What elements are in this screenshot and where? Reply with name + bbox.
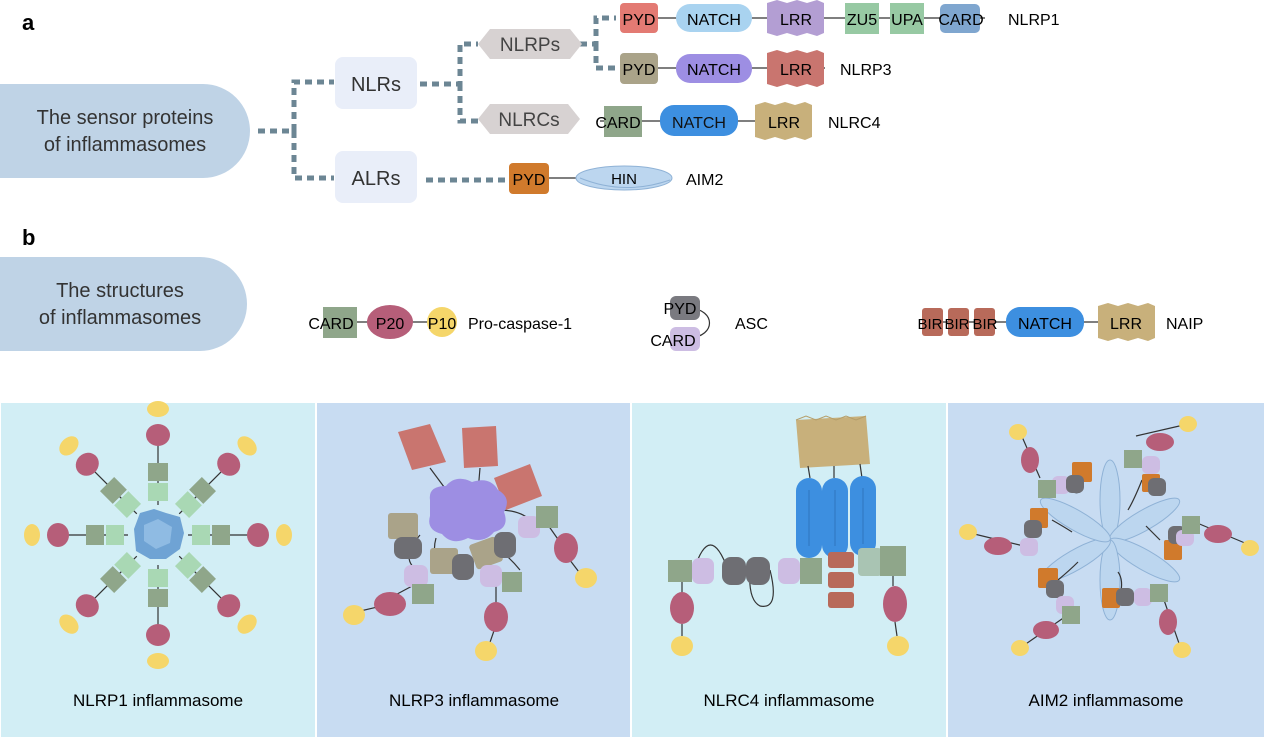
nlrp1-domain-chain	[620, 0, 985, 36]
nlrc4-lrr-domain	[755, 102, 812, 140]
naip-bir1-label: BIR	[917, 316, 942, 333]
asc-name: ASC	[735, 316, 768, 333]
nlrps-hexagon	[478, 29, 582, 59]
nlrp3-pyd-domain	[620, 53, 658, 84]
nlrp1-natch-label: NATCH	[687, 12, 741, 29]
aim2-inflammasome-label: AIM2 inflammasome	[1029, 691, 1184, 710]
nlrp3-natch-core	[429, 478, 507, 542]
nlrp1-name: NLRP1	[1008, 12, 1060, 29]
nlrc4-lrr-label: LRR	[768, 115, 800, 132]
asc-card-label: CARD	[650, 333, 695, 350]
asc-pyd-label: PYD	[664, 301, 697, 318]
nlrps-label: NLRPs	[500, 35, 560, 56]
procasp-p20-domain	[367, 305, 413, 339]
nlrp3-lrr-label: LRR	[780, 62, 812, 79]
nlrcs-label: NLRCs	[498, 110, 559, 131]
naip-bir3-label: BIR	[972, 316, 997, 333]
nlrp1-card-domain	[940, 4, 980, 33]
nlrp3-natch-label: NATCH	[687, 62, 741, 79]
nlrp1-zu5-domain	[845, 3, 879, 34]
aim2-domain-chain	[509, 163, 673, 194]
asc-card-domain	[670, 327, 700, 351]
nlrp1-upa-domain	[890, 3, 924, 34]
nlrp1-inflammasome-label: NLRP1 inflammasome	[73, 691, 243, 710]
nlrp3-name: NLRP3	[840, 62, 892, 79]
nlrp1-arms	[24, 401, 292, 669]
naip-lrr-label: LRR	[1110, 316, 1142, 333]
naip-natch-domain	[1006, 307, 1084, 337]
nlrp1-natch-domain	[676, 4, 752, 32]
nlrcs-hexagon	[478, 104, 580, 134]
procasp-name: Pro-caspase-1	[468, 316, 572, 333]
sensor-proteins-pill	[0, 84, 250, 178]
nlrp3-natch-domain	[676, 54, 752, 83]
alrs-box	[335, 151, 417, 203]
nlrp3-lrr-cluster	[398, 424, 542, 510]
naip-name: NAIP	[1166, 316, 1203, 333]
asc-pyd-domain	[670, 296, 700, 320]
nlrc4-complex	[668, 415, 909, 656]
sensor-title-line2: of inflammasomes	[44, 134, 206, 156]
structures-title-line1: The structures	[56, 280, 184, 302]
nlrp3-complex	[343, 424, 597, 661]
nlrp3-inflammasome-label: NLRP3 inflammasome	[389, 691, 559, 710]
nlrp1-pyd-domain	[620, 3, 658, 33]
naip-bir1-domain	[922, 308, 943, 336]
procaspase-domain-chain	[323, 305, 457, 339]
nlrc4-lrr-cap	[796, 416, 870, 468]
aim2-hin-label: HIN	[611, 171, 637, 188]
nlrc4-domain-chain	[600, 102, 812, 140]
procasp-p20-label: P20	[376, 316, 405, 333]
aim2-pyd-label: PYD	[513, 172, 546, 189]
nlrp3-domain-chain	[620, 50, 825, 87]
nlrp1-card-label: CARD	[938, 12, 983, 29]
aim2-name: AIM2	[686, 172, 723, 189]
nlrp1-pyd-label: PYD	[623, 12, 656, 29]
nlrc4-card-label: CARD	[595, 115, 640, 132]
nlrp1-complex	[24, 401, 292, 669]
naip-domain-chain	[922, 303, 1155, 341]
nlrs-label: NLRs	[351, 74, 401, 96]
nlrp1-lrr-label: LRR	[780, 12, 812, 29]
nlrp3-pyd-label: PYD	[623, 62, 656, 79]
procasp-card-label: CARD	[308, 316, 353, 333]
panel-a-label: a	[22, 10, 35, 35]
panel-b-label: b	[22, 225, 35, 250]
procasp-card-domain	[323, 307, 357, 338]
asc-structure	[670, 296, 710, 351]
nlrp3-lrr-domain	[767, 50, 824, 87]
nlrc4-card-domain	[604, 106, 642, 137]
nlrp1-upa-label: UPA	[891, 12, 923, 29]
alrs-label: ALRs	[352, 168, 401, 190]
naip-lrr-domain	[1098, 303, 1155, 341]
nlrs-box	[335, 57, 417, 109]
sensor-title-line1: The sensor proteins	[37, 107, 214, 129]
nlrc4-natch-domain	[660, 105, 738, 136]
nlrc4-name: NLRC4	[828, 115, 881, 132]
aim2-pyd-domain	[509, 163, 549, 194]
nlrc4-natch-label: NATCH	[672, 115, 726, 132]
structures-title-line2: of inflammasomes	[39, 307, 201, 329]
naip-bir2-domain	[948, 308, 969, 336]
nlrp1-zu5-label: ZU5	[847, 12, 877, 29]
aim2-complex	[959, 416, 1259, 658]
procasp-p10-domain	[427, 307, 457, 337]
procasp-p10-label: P10	[428, 316, 457, 333]
structures-pill	[0, 257, 247, 351]
nlrc4-inflammasome-label: NLRC4 inflammasome	[704, 691, 875, 710]
naip-bir2-label: BIR	[944, 316, 969, 333]
naip-natch-label: NATCH	[1018, 316, 1072, 333]
naip-bir3-domain	[974, 308, 995, 336]
tree-connectors	[258, 15, 616, 183]
nlrp1-lrr-domain	[767, 0, 824, 36]
